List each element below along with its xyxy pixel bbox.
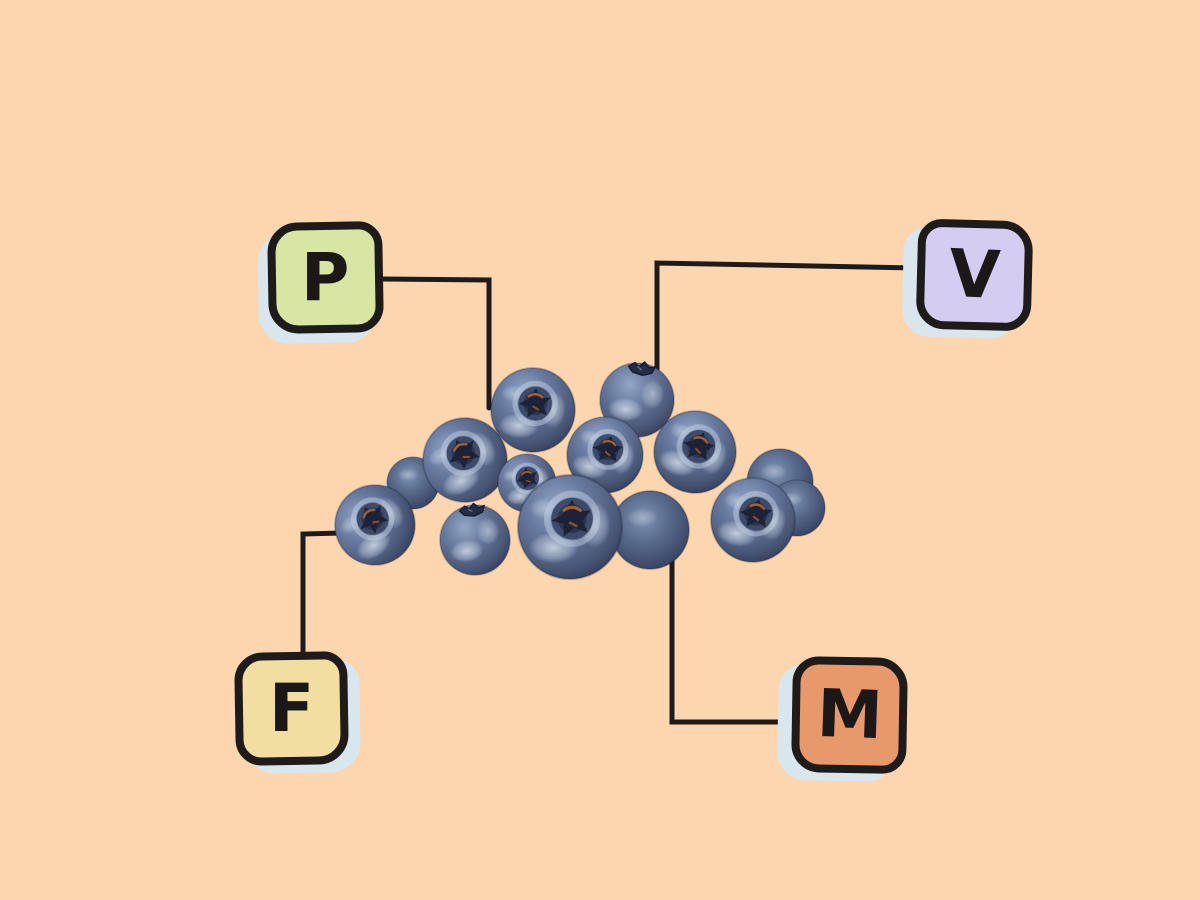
blueberries-image <box>319 357 826 581</box>
connector-line-v <box>654 260 920 375</box>
node-box-minerals[interactable]: M <box>790 656 909 774</box>
node-label-f: F <box>268 669 315 747</box>
connector-line-p <box>380 276 492 411</box>
node-box-protein[interactable]: P <box>267 221 384 334</box>
node-label-m: M <box>815 674 884 755</box>
connector-line-f <box>300 530 344 658</box>
node-box-vitamins[interactable]: V <box>915 218 1034 332</box>
node-box-fiber[interactable]: F <box>234 651 349 766</box>
connector-line-m <box>669 557 795 725</box>
node-label-p: P <box>301 238 350 316</box>
connector-lines <box>300 260 920 725</box>
node-label-v: V <box>947 234 1002 315</box>
